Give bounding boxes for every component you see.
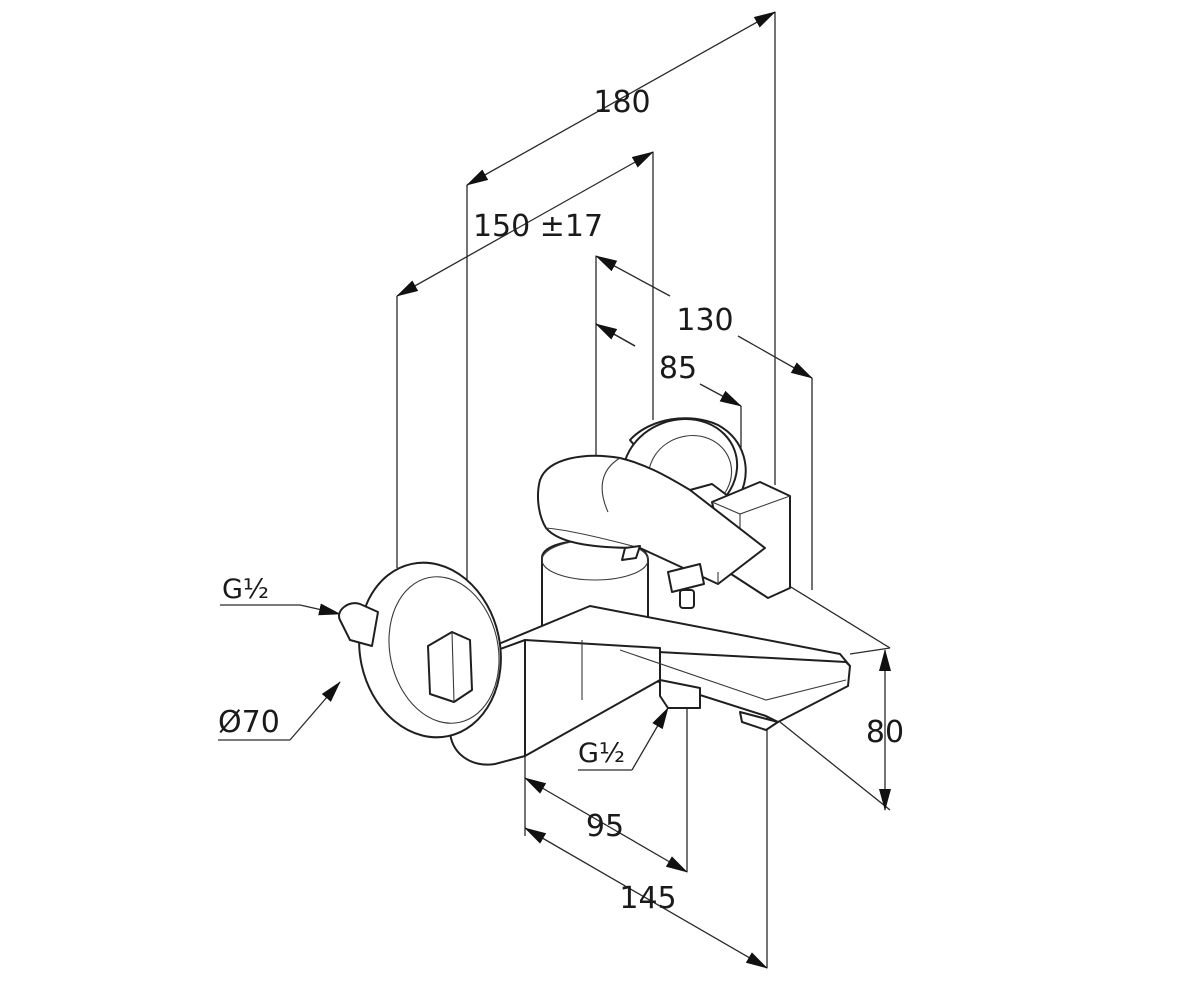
dim-line-130 — [595, 255, 671, 297]
dim-line-85 — [595, 323, 636, 347]
dim-85-label: 85 — [659, 351, 697, 386]
dimension-labels: 180 150 ±17 130 85 80 95 145 — [473, 85, 904, 916]
diverter-knob — [667, 563, 705, 609]
dim-95-label: 95 — [586, 809, 624, 844]
dim-150-label: 150 ±17 — [473, 209, 603, 244]
escutcheon-diameter-label: Ø70 — [218, 705, 280, 740]
dim-line-150 — [396, 151, 654, 297]
callout-leaders — [218, 603, 669, 771]
faucet-illustration — [338, 417, 851, 766]
dim-line-145 — [524, 827, 768, 969]
dimension-lines — [396, 11, 891, 969]
dim-80-label: 80 — [866, 715, 904, 750]
inlet-nut — [427, 631, 473, 703]
inlet-thread-label: G½ — [222, 574, 269, 605]
dim-130-label: 130 — [676, 303, 733, 338]
spout — [449, 605, 851, 766]
callout-labels: G½ Ø70 G½ — [218, 574, 625, 769]
dim-145-label: 145 — [619, 881, 676, 916]
lever-handle — [537, 454, 766, 585]
dim-180-label: 180 — [593, 85, 650, 120]
shower-outlet-thread-label: G½ — [578, 738, 625, 769]
